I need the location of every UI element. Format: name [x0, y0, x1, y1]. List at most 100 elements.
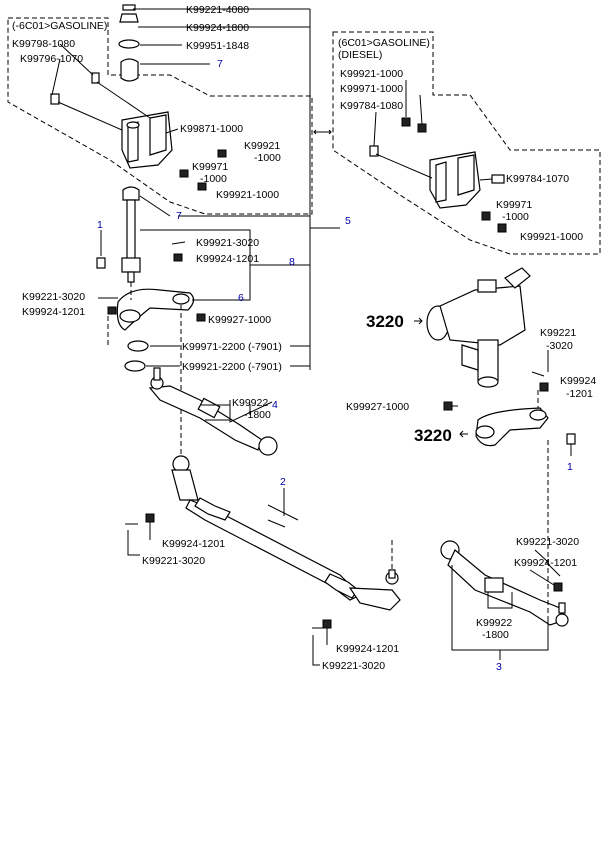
nut-k99921-left [217, 149, 227, 158]
leader-r11 [529, 569, 555, 586]
pitman-arm [475, 407, 549, 447]
nut-k99924-bottom [322, 619, 332, 629]
callout-7b: 7 [176, 210, 182, 222]
pin-cotter-top [171, 241, 186, 245]
washer-k99921-2200 [124, 360, 146, 372]
label-k99921-1000-right: K99921-1000 [340, 68, 403, 80]
nut-k99921-right [401, 117, 411, 127]
label-k99221-3020-top: K99921-3020 [196, 237, 259, 249]
label-k99924-1201-top: K99924-1201 [196, 253, 259, 265]
leader-r2 [419, 94, 423, 125]
nut-k99924-pitman [539, 382, 549, 392]
label-k99921-a: K99921 [244, 140, 280, 152]
bolt-left-k99796 [50, 93, 123, 131]
label-k99784-1070: K99784-1070 [506, 173, 569, 185]
callout-1b: 1 [567, 461, 573, 473]
label-k99221-3020-mid: K99221-3020 [142, 555, 205, 567]
idler-arm-bracket-left [121, 111, 173, 169]
label-k99971-right-b: -1000 [502, 211, 529, 223]
callout-3: 3 [496, 661, 502, 673]
label-k99784-1080: K99784-1080 [340, 100, 403, 112]
label-k99924-right-a: K99924 [560, 375, 596, 387]
nut-k99924-top [173, 253, 183, 262]
leader-c4 [200, 400, 273, 423]
label-k99924-1201-left: K99924-1201 [22, 306, 85, 318]
pin-k99221-pitman [531, 371, 545, 377]
nut-k99927-idler [196, 313, 206, 322]
callout-8: 8 [289, 256, 295, 268]
label-k99922-right-b: -1800 [482, 629, 509, 641]
callout-5: 5 [345, 215, 351, 227]
leader-l5 [51, 58, 61, 96]
label-k99221-3020-left: K99221-3020 [22, 291, 85, 303]
leader-l4 [59, 43, 94, 76]
label-k99924-1201-bottom: K99924-1201 [336, 643, 399, 655]
bolt-line-right-1 [375, 153, 433, 179]
bolt-k1-left [96, 257, 106, 269]
leader-r3 [373, 111, 377, 147]
callout-7a: 7 [217, 58, 223, 70]
callout-1a: 1 [97, 219, 103, 231]
bolt-line-right-2 [479, 178, 493, 181]
label-k99798-1080: K99798-1080 [12, 38, 75, 50]
nut-k99921-1000-left [197, 182, 207, 191]
washer-k99971-right-low [481, 211, 491, 221]
group-label-gasoline-left: (-6C01>GASOLINE) [12, 20, 107, 32]
label-k99924-right-b: -1201 [566, 388, 593, 400]
label-k99921-1000-right-low: K99921-1000 [520, 231, 583, 243]
center-tie-rod [171, 455, 401, 611]
label-k99921-2200: K99921-2200 (-7901) [182, 361, 282, 373]
callout-4: 4 [272, 399, 278, 411]
label-k99971-b: -1000 [200, 173, 227, 185]
castle-nut [119, 4, 139, 23]
label-k99971-a: K99971 [192, 161, 228, 173]
idler-arm-bracket-right [429, 151, 481, 209]
group-label-gasoline-right: (6C01>GASOLINE) [338, 37, 430, 49]
nut-k99924-right [553, 582, 563, 592]
leader-c3-box [487, 592, 513, 609]
label-k99921-1000: K99921-1000 [216, 189, 279, 201]
label-k99951-1848: K99951-1848 [186, 40, 249, 52]
washer-k99971-left [179, 169, 189, 178]
steering-gear-box [426, 267, 531, 388]
callout-6: 6 [238, 292, 244, 304]
label-k99927-1000-pitman: K99927-1000 [346, 401, 409, 413]
group-label-diesel: (DIESEL) [338, 49, 382, 61]
leader-l6 [165, 128, 179, 134]
label-k99971-1000-right: K99971-1000 [340, 83, 403, 95]
label-k99221-3020-right: K99221-3020 [516, 536, 579, 548]
label-k99924-1201-mid: K99924-1201 [162, 538, 225, 550]
leader-l19 [127, 530, 140, 556]
label-k99924-1800: K99924-1800 [186, 22, 249, 34]
label-k99922-right-a: K99922 [476, 617, 512, 629]
arrow-3220-arm [459, 430, 468, 438]
label-k99922-a: K99922 [232, 397, 268, 409]
group-link-arrowheads [313, 129, 332, 135]
idler-arm [116, 288, 195, 331]
leader-r10 [534, 549, 549, 563]
label-k99796-1070: K99796-1070 [20, 53, 83, 65]
label-k99221-3020-bottom: K99221-3020 [322, 660, 385, 672]
leader-c2 [267, 488, 299, 528]
tie-rod-end-left [148, 367, 278, 456]
washer [118, 39, 140, 49]
callout-2: 2 [280, 476, 286, 488]
nut-k99927-pitman [443, 401, 453, 411]
leader-l21 [312, 635, 320, 666]
label-k99221-right-a: K99221 [540, 327, 576, 339]
bolt-k99784-1070 [491, 174, 505, 184]
washer-k99971-2200 [127, 340, 149, 352]
arrow-3220-gear [414, 317, 423, 325]
nut-k99924-mid [145, 513, 155, 523]
tie-rod-end-right [440, 540, 569, 627]
label-k99221-right-b: -3020 [546, 340, 573, 352]
nut-k99921-right-low [497, 223, 507, 233]
idler-shaft [121, 186, 141, 283]
bolt-k1-right [566, 433, 576, 456]
label-k99971-right-a: K99971 [496, 199, 532, 211]
washer-k99971-right [417, 123, 427, 133]
left-gasoline-group-box [7, 17, 313, 215]
right-engine-group-box [332, 31, 601, 255]
label-k99927-1000-idler: K99927-1000 [208, 314, 271, 326]
